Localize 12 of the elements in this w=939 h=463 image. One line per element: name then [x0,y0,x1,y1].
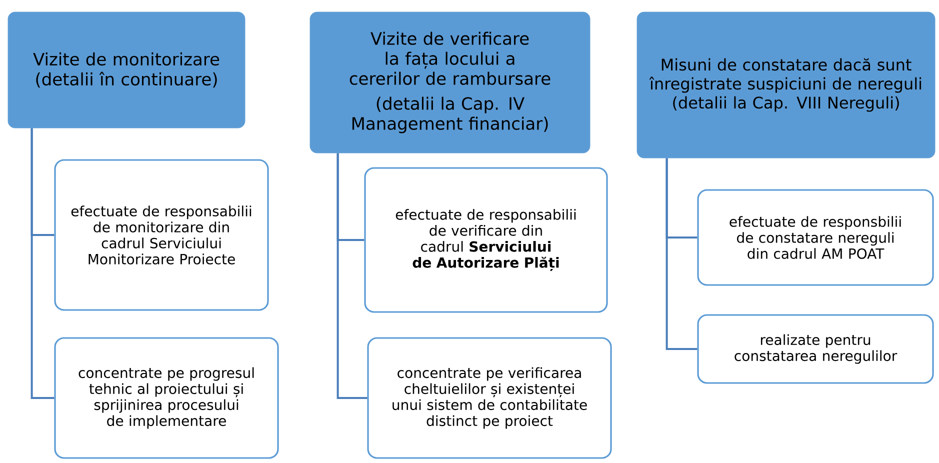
category-box: Vizite de monitorizare (detalii în continuare) [8,12,246,128]
detail-box: concentrate pe verificarea cheltuielilor și existenței unui sistem de contabilitate distinct pe proiect [367,337,612,459]
connector-line [666,158,698,350]
detail-box: efectuate de responsabilii de monitorizare din cadrul Serviciului Monitorizare Proiecte [54,159,269,311]
connector-line [30,128,54,399]
category-box: Vizite de verificare la fața locului a cererilor de rambursare (detalii la Cap. IV Management financiar) [310,12,590,154]
detail-box: realizate pentru constatarea neregulilor [697,314,934,384]
connector-line [336,153,368,399]
category-box: Misuni de constatare dacă sunt înregistrate suspiciuni de nereguli (detalii la Cap. VIII Nereguli) [636,12,936,158]
detail-box: efectuate de responsabilii de verificare din cadrul Serviciului de Autorizare Plăți [364,167,608,313]
detail-box: efectuate de responsbilii de constatare nereguli din cadrul AM POAT [697,189,934,286]
detail-box: concentrate pe progresul tehnic al proiectului și sprijinirea procesului de implementare [54,337,279,459]
